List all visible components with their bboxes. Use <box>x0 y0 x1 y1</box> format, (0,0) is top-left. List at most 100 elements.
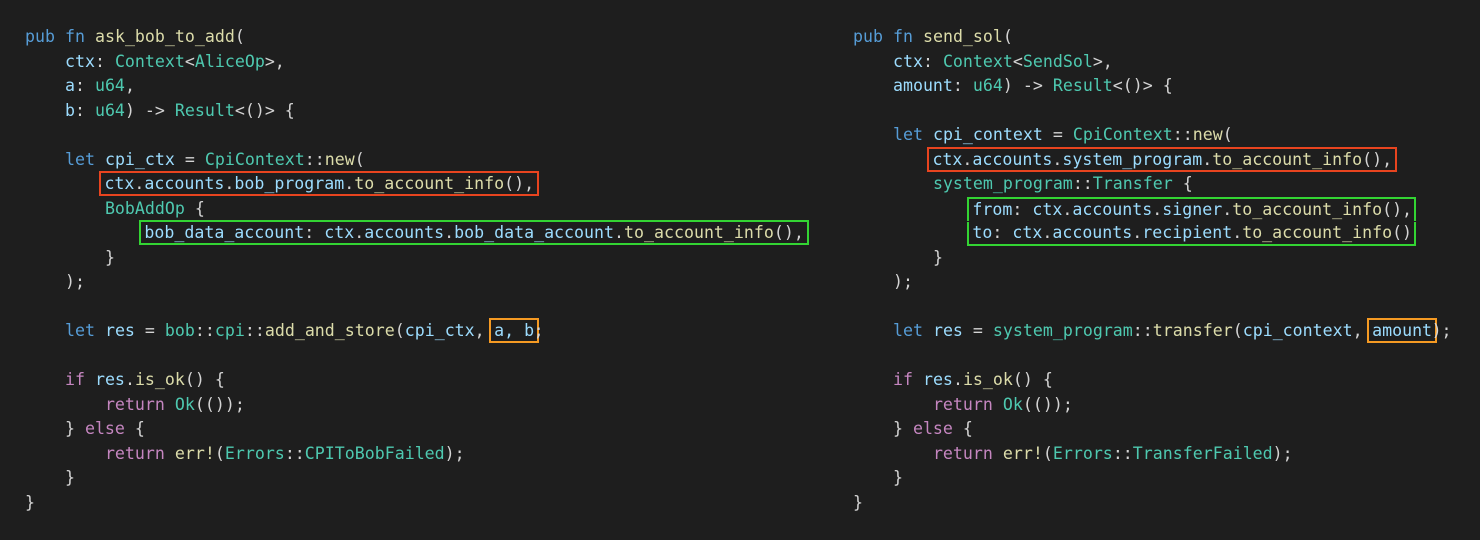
code-line: } <box>853 246 1452 271</box>
code-token: cpi_ctx <box>404 321 475 340</box>
code-token: let <box>892 125 923 144</box>
code-token: from <box>972 199 1013 219</box>
code-line <box>25 123 803 148</box>
code-token: accounts <box>364 223 445 242</box>
code-token: . <box>444 223 455 242</box>
code-indent <box>853 223 973 242</box>
code-token: :: <box>1112 443 1133 463</box>
code-token: (), <box>1362 149 1393 169</box>
code-token: (()); <box>1022 394 1073 414</box>
code-line: bob_data_account: ctx.accounts.bob_data_… <box>25 220 809 246</box>
code-token: : <box>304 223 325 242</box>
code-line: ctx: Context<SendSol>, <box>853 50 1452 75</box>
code-token: Ok <box>1002 394 1023 414</box>
code-token: ) -> <box>124 100 175 120</box>
code-token: err! <box>1002 443 1043 463</box>
code-token: (), <box>1382 199 1413 219</box>
code-token: . <box>354 223 365 242</box>
code-token: : <box>94 51 115 71</box>
code-token: = <box>174 149 205 169</box>
code-token: fn <box>892 27 913 46</box>
code-token: CPIToBobFailed <box>304 443 445 463</box>
code-token: () <box>1392 223 1413 242</box>
code-token: return <box>932 394 993 414</box>
code-indent <box>25 150 65 169</box>
code-token: res <box>94 370 125 389</box>
code-token: } <box>64 468 75 487</box>
code-token: :: <box>194 321 215 340</box>
code-token: new <box>1192 125 1223 144</box>
code-token: :: <box>1132 321 1153 340</box>
code-line: pub fn send_sol( <box>853 25 1452 50</box>
code-token <box>923 125 933 144</box>
code-line: pub fn ask_bob_to_add( <box>25 25 803 50</box>
code-token: return <box>104 394 165 414</box>
code-token: transfer <box>1152 321 1233 340</box>
code-token: . <box>962 149 973 169</box>
code-token <box>993 395 1003 414</box>
code-token: accounts <box>1052 223 1133 242</box>
code-line: let cpi_context = CpiContext::new( <box>853 123 1452 148</box>
code-indent <box>853 395 933 414</box>
code-token: . <box>952 370 963 389</box>
code-panel-ask-bob-to-add: pub fn ask_bob_to_add( ctx: Context<Alic… <box>25 25 809 515</box>
code-indent <box>853 468 893 487</box>
code-token: accounts <box>1072 199 1153 219</box>
code-token: ctx <box>64 51 95 71</box>
code-token: : <box>1012 199 1033 219</box>
code-token: . <box>224 174 235 193</box>
code-token: <()> { <box>1112 76 1173 95</box>
code-indent <box>25 395 105 414</box>
code-indent <box>25 419 65 438</box>
code-token <box>165 395 175 414</box>
code-token: Errors <box>224 443 285 463</box>
code-token: ( <box>1042 443 1053 463</box>
code-token: :: <box>1172 125 1193 144</box>
code-token: to_account_info <box>1232 199 1383 219</box>
code-token: to_account_info <box>624 223 774 242</box>
code-indent <box>25 101 65 120</box>
code-indent <box>853 76 893 95</box>
code-token: ctx <box>104 174 135 193</box>
code-token: () { <box>184 370 225 389</box>
code-token: ( <box>394 321 405 340</box>
code-token: u64 <box>94 100 125 120</box>
code-token: (), <box>773 223 804 242</box>
code-token: { <box>952 419 973 438</box>
code-line: } else { <box>25 417 803 442</box>
code-token: AliceOp <box>194 51 265 71</box>
code-token: ctx <box>892 51 923 71</box>
code-indent <box>853 248 933 267</box>
code-token: add_and_store <box>264 321 395 340</box>
code-token: Result <box>174 100 235 120</box>
code-panel-send-sol: pub fn send_sol( ctx: Context<SendSol>, … <box>853 25 1452 515</box>
code-token: signer <box>1162 199 1223 219</box>
code-token: } <box>25 492 35 512</box>
code-line: system_program::Transfer { <box>853 172 1452 197</box>
code-token: Result <box>1052 76 1113 95</box>
code-token <box>923 321 933 340</box>
code-token: pub <box>25 27 55 46</box>
code-token: Ok <box>174 394 195 414</box>
code-token: : <box>922 51 943 71</box>
code-indent <box>853 52 893 71</box>
transfer-accounts-highlight: from: ctx.accounts.signer.to_account_inf… <box>967 196 1417 221</box>
code-token: Context <box>942 51 1013 71</box>
code-token <box>95 150 105 169</box>
code-token: ); <box>444 443 465 463</box>
code-indent <box>853 419 893 438</box>
code-token: CpiContext <box>204 149 305 169</box>
code-token: b <box>64 100 75 120</box>
code-line: } else { <box>853 417 1452 442</box>
code-line: } <box>25 466 803 491</box>
code-token: <()> { <box>234 100 295 120</box>
code-token: res <box>922 370 953 389</box>
code-token: : <box>952 76 973 95</box>
code-line: } <box>853 491 1452 516</box>
code-token: Transfer <box>1092 174 1173 193</box>
code-token: accounts <box>972 149 1053 169</box>
code-token: ( <box>234 27 245 46</box>
code-token: ctx <box>1012 223 1043 242</box>
code-token: = <box>962 321 993 340</box>
code-indent <box>25 223 145 242</box>
